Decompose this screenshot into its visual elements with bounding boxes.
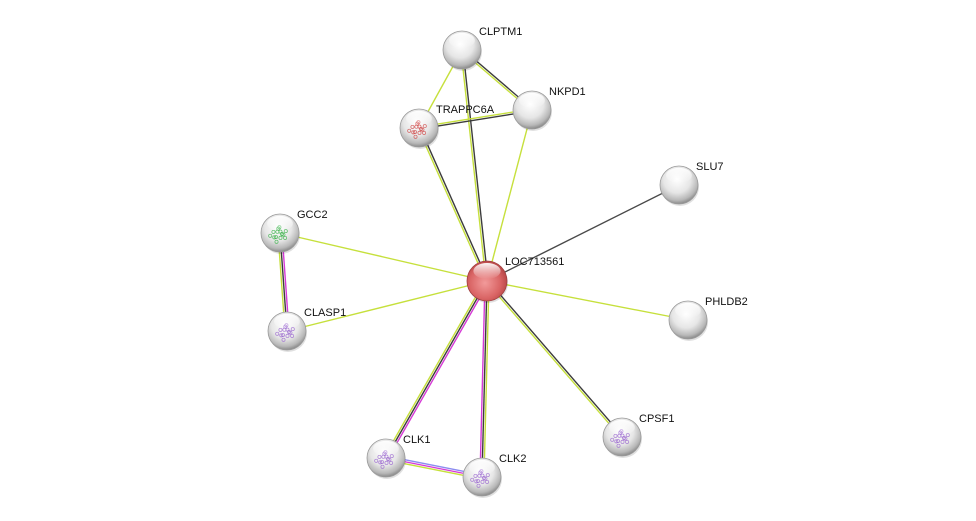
- edge-channel: [486, 280, 689, 321]
- node-clptm1[interactable]: CLPTM1: [442, 26, 522, 71]
- node-loc713561[interactable]: LOC713561: [466, 256, 564, 303]
- edge-channel: [286, 280, 488, 332]
- node-clasp1[interactable]: CLASP1: [267, 307, 346, 352]
- node-highlight: [274, 313, 300, 330]
- edge-loc713561-clasp1[interactable]: [286, 280, 488, 332]
- edge-loc713561-cpsf1[interactable]: [485, 279, 624, 439]
- edge-loc713561-clk1[interactable]: [383, 279, 490, 460]
- node-label: CLK1: [403, 434, 431, 446]
- edge-channel: [279, 232, 488, 282]
- edge-loc713561-trappc6a[interactable]: [417, 127, 489, 282]
- node-slu7[interactable]: SLU7: [659, 161, 724, 206]
- edge-channel: [485, 281, 622, 439]
- edge-loc713561-slu7[interactable]: [486, 184, 680, 282]
- node-highlight: [406, 110, 432, 127]
- edge-channel: [419, 127, 489, 281]
- node-highlight: [469, 459, 495, 476]
- edge-channel: [486, 109, 533, 282]
- node-highlight: [373, 440, 399, 457]
- node-highlight: [267, 215, 293, 232]
- edge-channel: [383, 279, 486, 458]
- edge-channel: [460, 50, 487, 282]
- node-highlight: [609, 419, 635, 436]
- node-highlight: [519, 92, 545, 109]
- node-label: TRAPPC6A: [436, 104, 495, 116]
- edge-channel: [481, 280, 488, 478]
- node-highlight: [473, 263, 501, 279]
- node-phldb2[interactable]: PHLDB2: [668, 296, 748, 341]
- edge-loc713561-clptm1[interactable]: [460, 49, 489, 282]
- node-cpsf1[interactable]: CPSF1: [602, 413, 674, 458]
- edge-loc713561-clk2[interactable]: [479, 280, 490, 478]
- node-label: LOC713561: [505, 256, 564, 268]
- node-clk2[interactable]: CLK2: [462, 453, 527, 498]
- node-label: CLPTM1: [479, 26, 522, 38]
- edge-channel: [387, 281, 490, 460]
- edge-channel: [479, 280, 486, 477]
- node-gcc2[interactable]: GCC2: [260, 209, 328, 254]
- node-highlight: [675, 302, 701, 319]
- node-clk1[interactable]: CLK1: [366, 434, 431, 479]
- edge-loc713561-phldb2[interactable]: [486, 280, 689, 321]
- node-label: SLU7: [696, 161, 724, 173]
- node-highlight: [449, 32, 475, 49]
- node-label: PHLDB2: [705, 296, 748, 308]
- edge-channel: [385, 280, 488, 459]
- node-label: CLK2: [499, 453, 527, 465]
- node-label: CPSF1: [639, 413, 674, 425]
- node-highlight: [666, 167, 692, 184]
- node-trappc6a[interactable]: TRAPPC6A: [399, 104, 495, 149]
- edge-channel: [483, 281, 490, 478]
- node-label: CLASP1: [304, 307, 346, 319]
- node-label: GCC2: [297, 209, 328, 221]
- node-label: NKPD1: [549, 86, 586, 98]
- edge-channel: [417, 128, 487, 282]
- edge-loc713561-gcc2[interactable]: [279, 232, 488, 282]
- node-nkpd1[interactable]: NKPD1: [512, 86, 586, 131]
- edge-channel: [487, 279, 624, 437]
- edge-loc713561-nkpd1[interactable]: [486, 109, 533, 282]
- edge-channel: [486, 184, 680, 282]
- edge-channel: [462, 49, 489, 281]
